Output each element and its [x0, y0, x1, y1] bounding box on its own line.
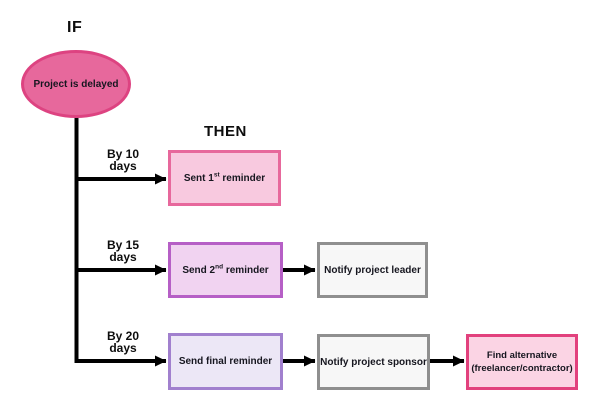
step-label: Find alternative (freelancer/contractor) [471, 350, 573, 374]
then-label: THEN [204, 123, 247, 140]
if-label: IF [67, 19, 83, 36]
label-superscript: st [213, 171, 220, 179]
step-label: Send final reminder [178, 356, 273, 367]
step-notify-project-leader: Notify project leader [317, 242, 428, 298]
start-node-label: Project is delayed [33, 78, 119, 90]
label-prefix: Send 2 [182, 264, 216, 276]
condition-by-10-days: By 10 days [106, 147, 140, 173]
step-find-alternative: Find alternative (freelancer/contractor) [466, 334, 578, 390]
step-send-final-reminder: Send final reminder [168, 333, 283, 390]
label-suffix: reminder [219, 172, 266, 184]
step-label: Notify project sponsor [320, 356, 427, 368]
label-prefix: Sent 1 [183, 172, 214, 184]
label-suffix: reminder [223, 264, 269, 276]
step-send-second-reminder: Send 2nd reminder [168, 242, 283, 298]
condition-by-20-days: By 20 days [106, 329, 140, 355]
step-label: Send 2nd reminder [182, 263, 269, 277]
label-superscript: nd [215, 263, 224, 271]
step-sent-first-reminder: Sent 1st reminder [168, 150, 281, 206]
condition-by-15-days: By 15 days [106, 238, 140, 264]
start-node-project-delayed: Project is delayed [21, 50, 131, 118]
step-notify-project-sponsor: Notify project sponsor [317, 334, 430, 390]
step-label: Sent 1st reminder [183, 171, 266, 185]
step-label: Notify project leader [324, 264, 421, 276]
